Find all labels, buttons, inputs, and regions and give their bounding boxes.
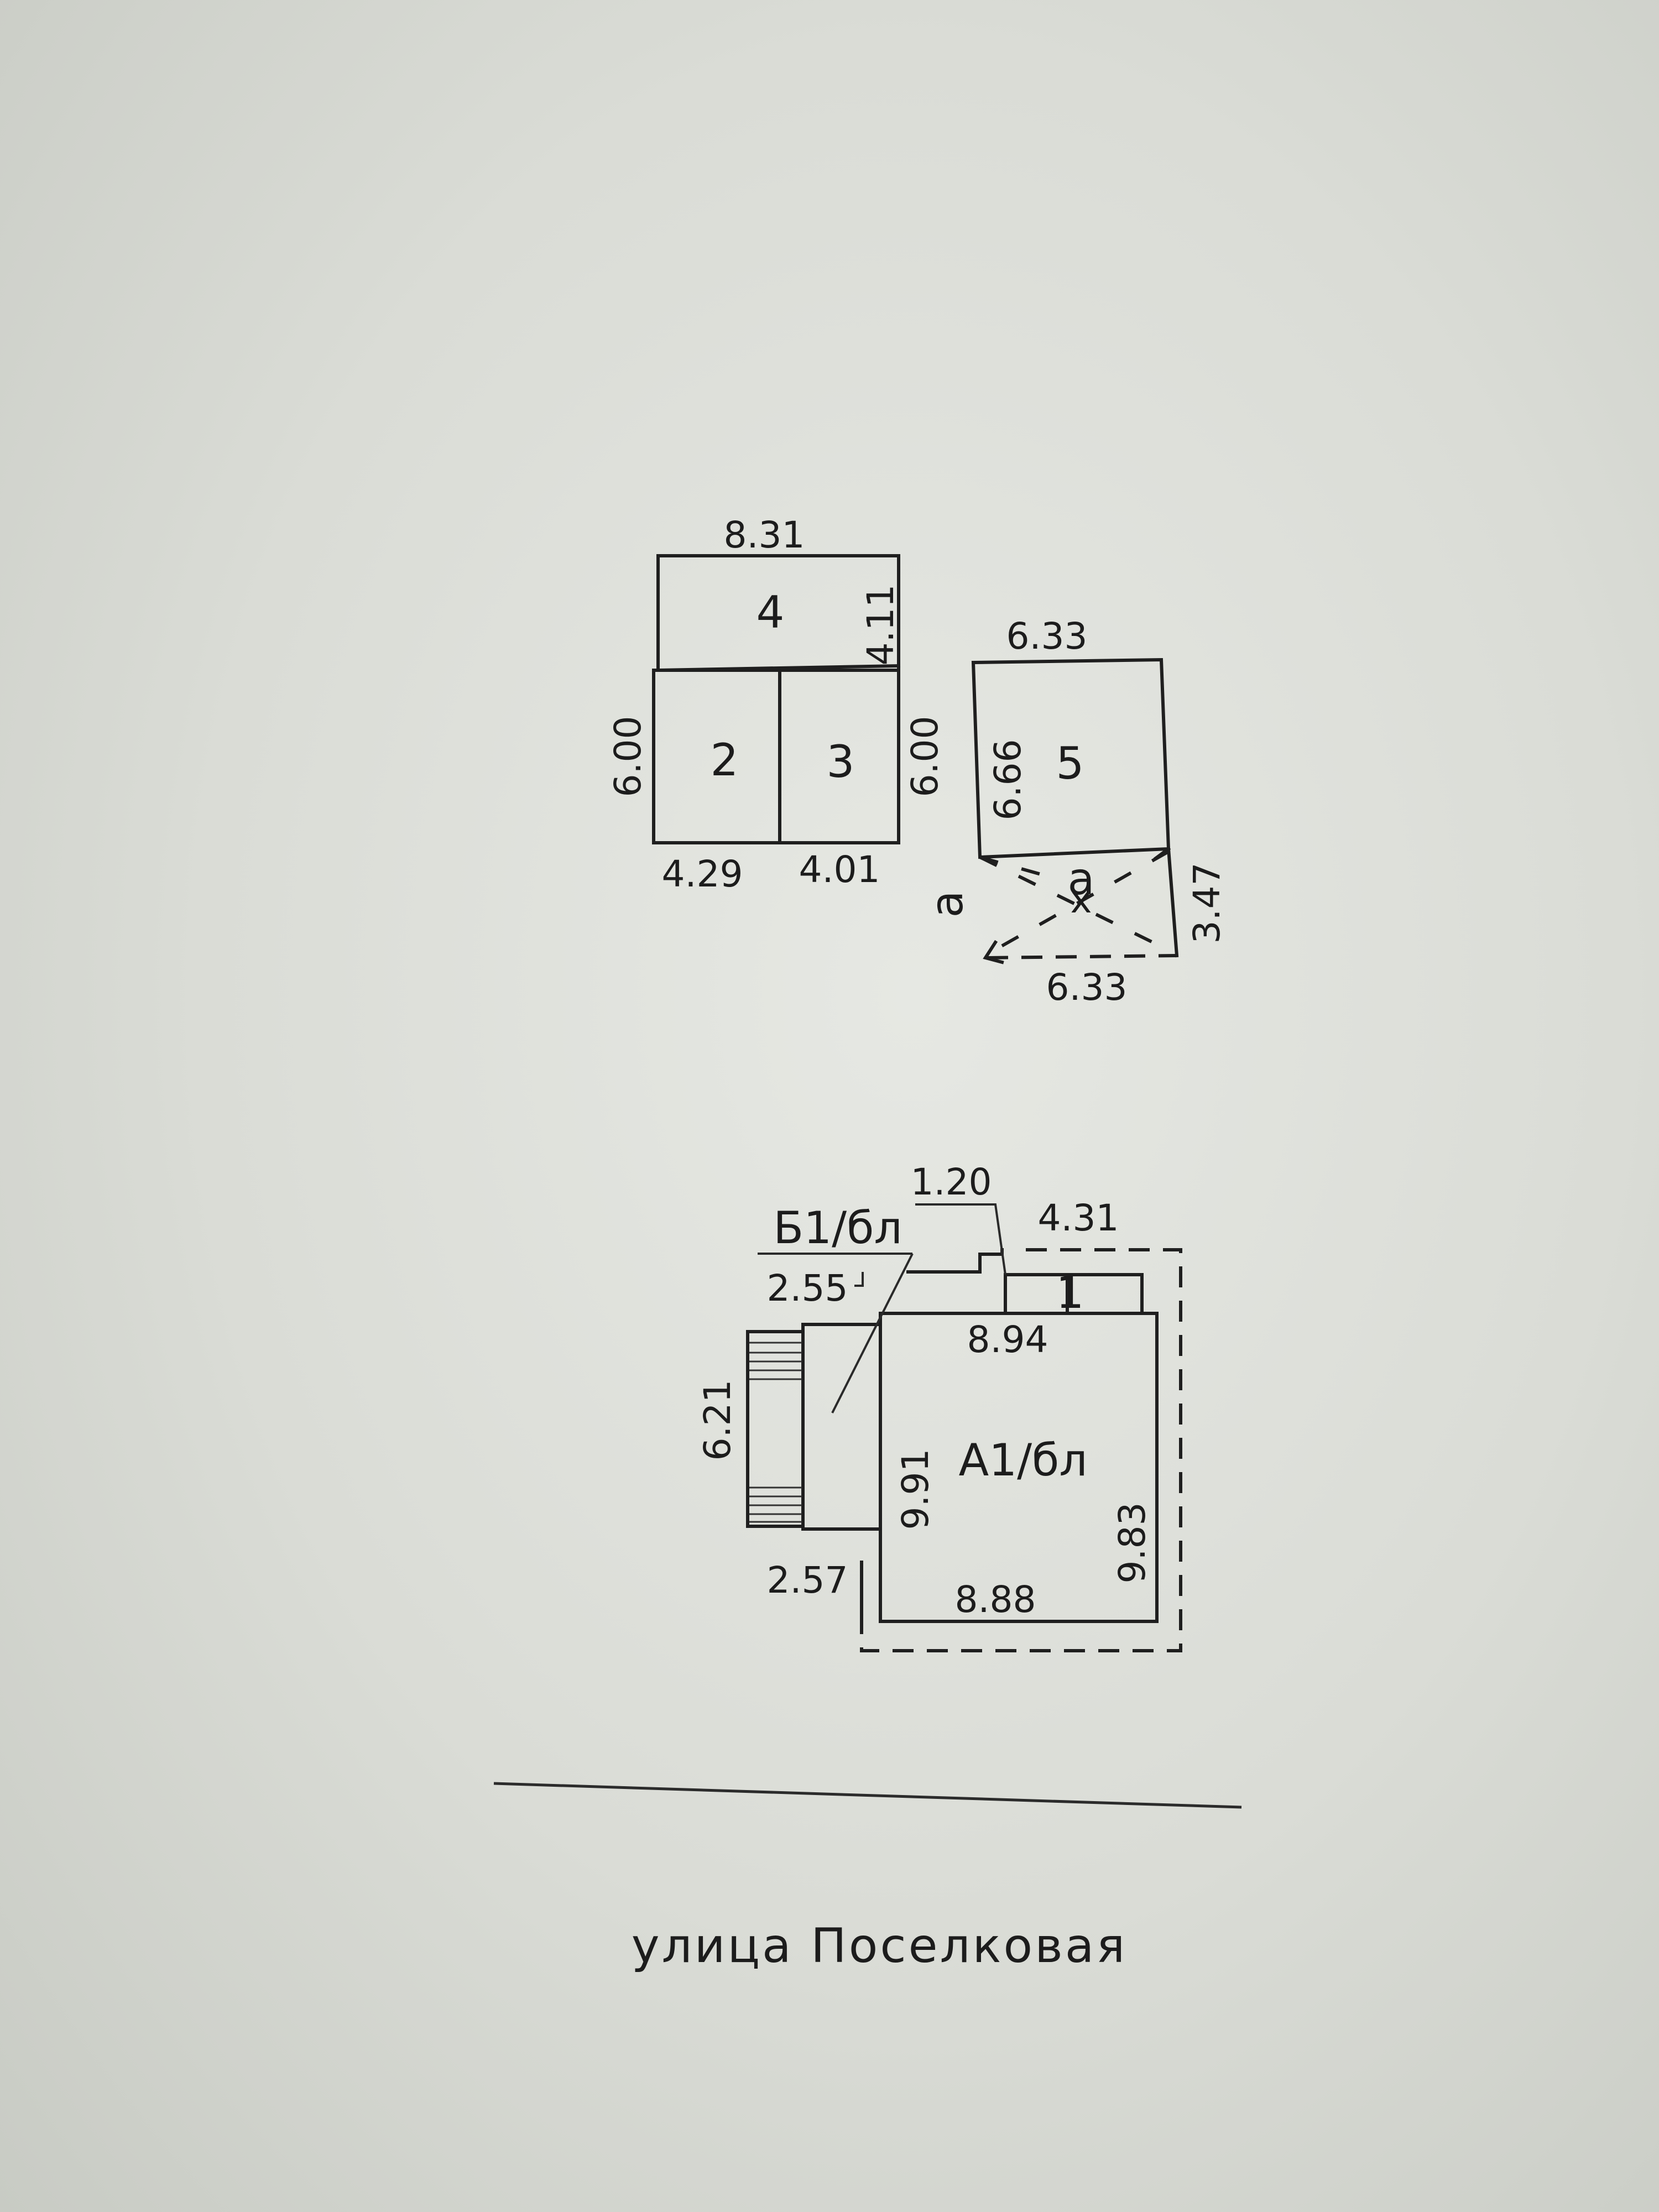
- room-5-label: 5: [1056, 738, 1084, 789]
- dim-room-4-height: 4.11: [859, 585, 902, 666]
- room-4-label: 4: [757, 587, 785, 638]
- dim-main-left-height: 9.91: [894, 1449, 937, 1530]
- annex-stair-outline: [746, 1330, 805, 1528]
- canopy-side-label: a: [921, 890, 973, 917]
- room-3-label: 3: [827, 736, 855, 787]
- dim-canopy-depth: 3.47: [1186, 863, 1228, 944]
- dim-left-height: 6.00: [607, 716, 649, 797]
- main-building-label: А1/бл: [958, 1434, 1087, 1486]
- annex-outline: [801, 1323, 882, 1531]
- porch-width-leader: [915, 1203, 1006, 1275]
- dim-room-5-top-width: 6.33: [1006, 615, 1088, 658]
- annex-label-leader: [831, 1253, 914, 1413]
- dim-main-right-height: 9.83: [1111, 1503, 1154, 1584]
- dim-room-3-width: 4.01: [799, 848, 880, 891]
- building-group-rooms-2-3-4: 8.31 4 4.11 6.00 6.00 2 3 4.29 4.01: [607, 514, 946, 895]
- canopy-bottom-edge: [987, 954, 1177, 959]
- rooms-2-3-outline: [652, 669, 900, 844]
- porch-label: 1: [1056, 1267, 1084, 1318]
- annex-label: Б1/бл: [773, 1202, 902, 1254]
- main-house-group: 1.20 4.31 Б1/бл 2.55 1 8.94 6.21 А1/бл 9…: [696, 1161, 1182, 1652]
- street-name: улица Поселковая: [632, 1918, 1127, 1974]
- canopy-label: a: [1067, 853, 1094, 905]
- building-group-room-5: 6.33 6.66 5 a x a 3.47 6.33: [921, 615, 1228, 1009]
- dim-room-2-width: 4.29: [662, 853, 743, 895]
- street-edge-line: [493, 1782, 1242, 1809]
- canopy-diagonal-2: [992, 850, 1170, 953]
- dim-annex-bottom: 2.57: [767, 1559, 848, 1601]
- dim-top-width: 8.31: [724, 514, 805, 556]
- dim-main-top-width: 8.94: [967, 1318, 1048, 1361]
- canopy-corner-tick: [1153, 846, 1171, 861]
- room-4-partition: [656, 664, 901, 672]
- dim-porch-offset: 4.31: [1038, 1197, 1119, 1239]
- canopy-right-edge: [1166, 847, 1179, 958]
- room-2-label: 2: [711, 734, 739, 786]
- canopy-center-mark: x: [1070, 879, 1092, 921]
- dim-canopy-width: 6.33: [1046, 966, 1128, 1009]
- annex-stair-hatching: [749, 1342, 802, 1523]
- dim-main-bottom-width: 8.88: [955, 1578, 1036, 1621]
- dim-room-5-height: 6.66: [987, 739, 1029, 821]
- dim-porch-width: 1.20: [911, 1161, 992, 1203]
- lot-boundary-dashed: [860, 1248, 1182, 1652]
- canopy-diagonal-1: [979, 855, 1170, 952]
- canopy-upper-left-edge: [979, 855, 1051, 879]
- dim-annex-top: 2.55: [767, 1267, 848, 1310]
- lot-boundary-step: [906, 1248, 1004, 1274]
- dim-right-height: 6.00: [904, 716, 946, 797]
- canopy-corner-arrow: [983, 940, 1004, 964]
- porch-outline: [1004, 1273, 1144, 1315]
- dim-annex-height: 6.21: [696, 1380, 739, 1461]
- annex-top-leader: [854, 1272, 864, 1287]
